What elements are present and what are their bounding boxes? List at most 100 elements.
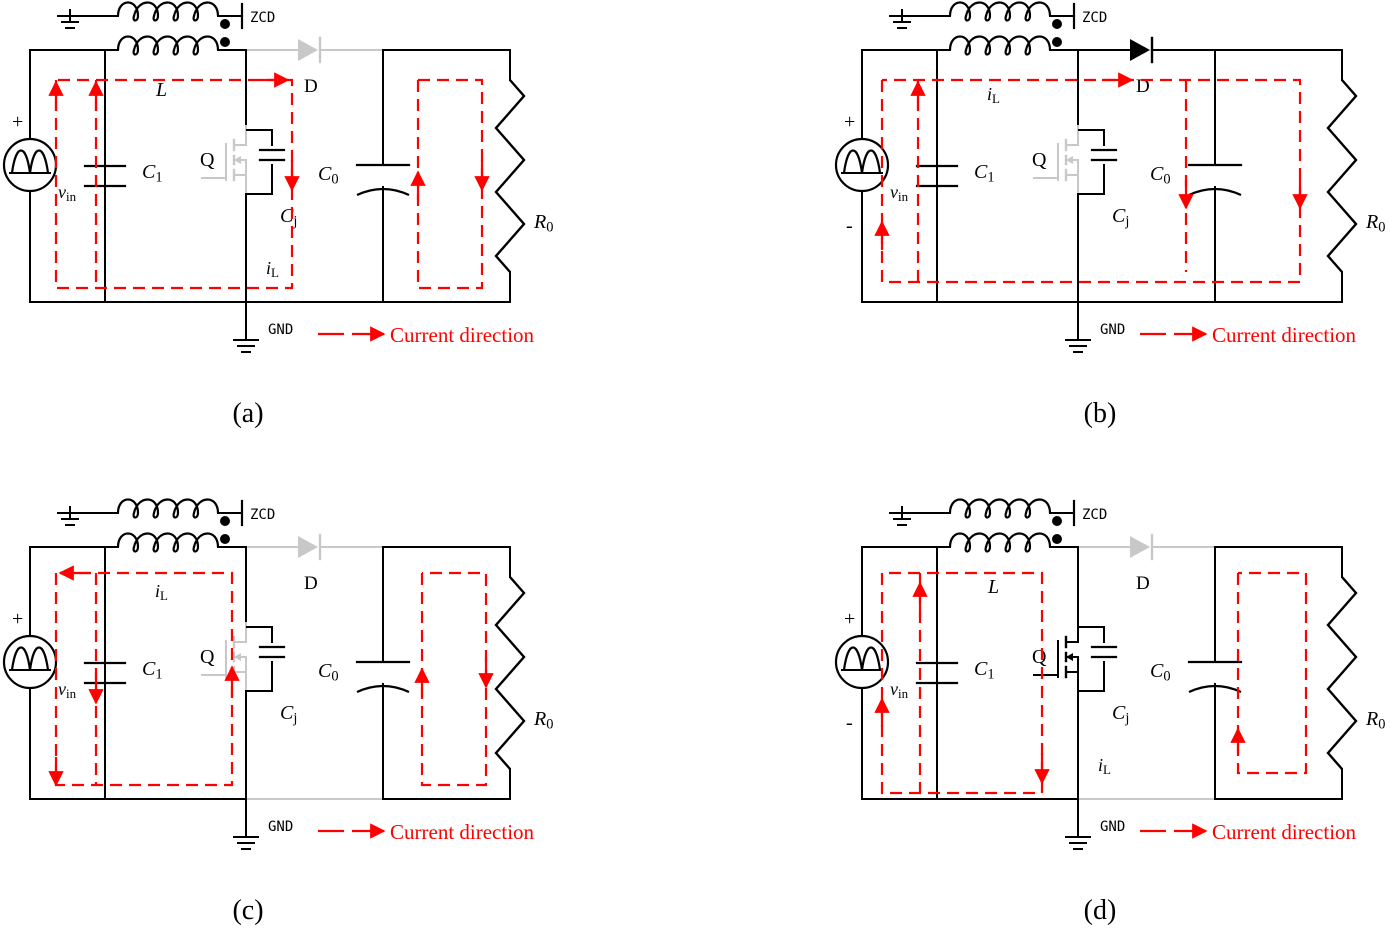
zcd-label: ZCD [1082, 507, 1107, 523]
il-label-top: iL [155, 581, 168, 603]
dot-main [220, 37, 230, 47]
cj-wire [246, 661, 273, 692]
mosfet-q [1033, 125, 1079, 195]
resistor-zigzag [494, 79, 526, 273]
zcd-label: ZCD [250, 10, 275, 26]
ground-symbol [233, 339, 259, 353]
switch-label: Q [1032, 149, 1047, 171]
dot-aux [1052, 19, 1062, 29]
resistor-zigzag [1326, 79, 1358, 273]
resistor-r0 [1326, 546, 1358, 800]
cj-wire [246, 626, 273, 643]
diode-triangle [298, 39, 318, 61]
dot-main [1052, 534, 1062, 544]
aux-winding-coil [948, 1, 1052, 22]
legend-text: Current direction [390, 323, 535, 347]
capacitor-c1 [83, 49, 127, 303]
capacitor-c1 [83, 546, 127, 800]
resistor-zigzag [494, 576, 526, 770]
c1-label: C1 [974, 161, 995, 186]
current-loop-output-path [880, 78, 1302, 284]
gnd-label: GND [268, 322, 293, 338]
il-label-bottom: iL [266, 258, 279, 280]
ac-source [834, 634, 890, 690]
ac-source [834, 137, 890, 193]
main-inductor-coil [948, 35, 1052, 56]
inductor-label: L [155, 79, 167, 101]
capacitor-plate-curved [356, 684, 410, 693]
cj-wire [246, 164, 273, 195]
mosfet-arrow [234, 653, 241, 661]
resistor-r0 [494, 49, 526, 303]
il-label-bottom: iL [1098, 755, 1111, 777]
mosfet-arrow [1066, 156, 1073, 164]
switch-label: Q [200, 149, 215, 171]
cj-wire [1078, 129, 1105, 146]
current-loop-input [880, 571, 1044, 795]
r0-label: R0 [533, 211, 553, 236]
c0-label: C0 [318, 163, 339, 188]
diode-label: D [304, 76, 318, 97]
il-label-top: iL [987, 84, 1000, 106]
main-inductor-coil [948, 532, 1052, 553]
capacitor-c1 [915, 546, 959, 800]
mosfet-arrow [234, 156, 241, 164]
plus-sign: + [12, 608, 23, 630]
current-loop-resonant [54, 571, 234, 787]
vin-label: vin [58, 182, 77, 204]
diode-label: D [1136, 76, 1150, 97]
plus-sign: + [844, 608, 855, 630]
ground-symbol [233, 836, 259, 850]
cj-wire [246, 129, 273, 146]
capacitor-c0 [1187, 49, 1243, 303]
main-inductor-coil [116, 532, 220, 553]
gnd-label: GND [268, 819, 293, 835]
mosfet-q [1033, 622, 1079, 692]
current-loop-input [54, 78, 294, 290]
ac-source [2, 137, 58, 193]
r0-label: R0 [1365, 211, 1385, 236]
cj-label: Cj [280, 702, 297, 727]
r0-label: R0 [533, 708, 553, 733]
caption-b: (b) [1084, 398, 1117, 429]
c0-label: C0 [318, 660, 339, 685]
minus-sign: - [846, 215, 853, 237]
cj-label: Cj [1112, 205, 1129, 230]
c1-label: C1 [974, 658, 995, 683]
current-loop-output [1236, 571, 1308, 775]
dot-main [220, 534, 230, 544]
caption-c: (c) [232, 895, 263, 926]
r0-label: R0 [1365, 708, 1385, 733]
aux-winding-coil [116, 498, 220, 519]
diode-label: D [304, 573, 318, 594]
dot-aux [220, 516, 230, 526]
zcd-label: ZCD [1082, 10, 1107, 26]
legend-text: Current direction [1212, 820, 1357, 844]
resistor-r0 [1326, 49, 1358, 303]
current-loop-output [416, 78, 484, 290]
switch-label: Q [1032, 646, 1047, 668]
aux-winding-coil [116, 1, 220, 22]
cj-label: Cj [1112, 702, 1129, 727]
minus-sign: - [846, 712, 853, 734]
inductor-label: L [987, 576, 999, 598]
capacitor-plate-curved [1188, 187, 1242, 196]
capacitor-c0 [355, 49, 411, 303]
current-loop-output [420, 571, 488, 787]
capacitor-c0 [1187, 546, 1243, 800]
plus-sign: + [844, 111, 855, 133]
caption-d: (d) [1084, 895, 1117, 926]
plus-sign: + [12, 111, 23, 133]
zcd-label: ZCD [250, 507, 275, 523]
legend-text: Current direction [1212, 323, 1357, 347]
c1-label: C1 [142, 161, 163, 186]
aux-winding-coil [948, 498, 1052, 519]
